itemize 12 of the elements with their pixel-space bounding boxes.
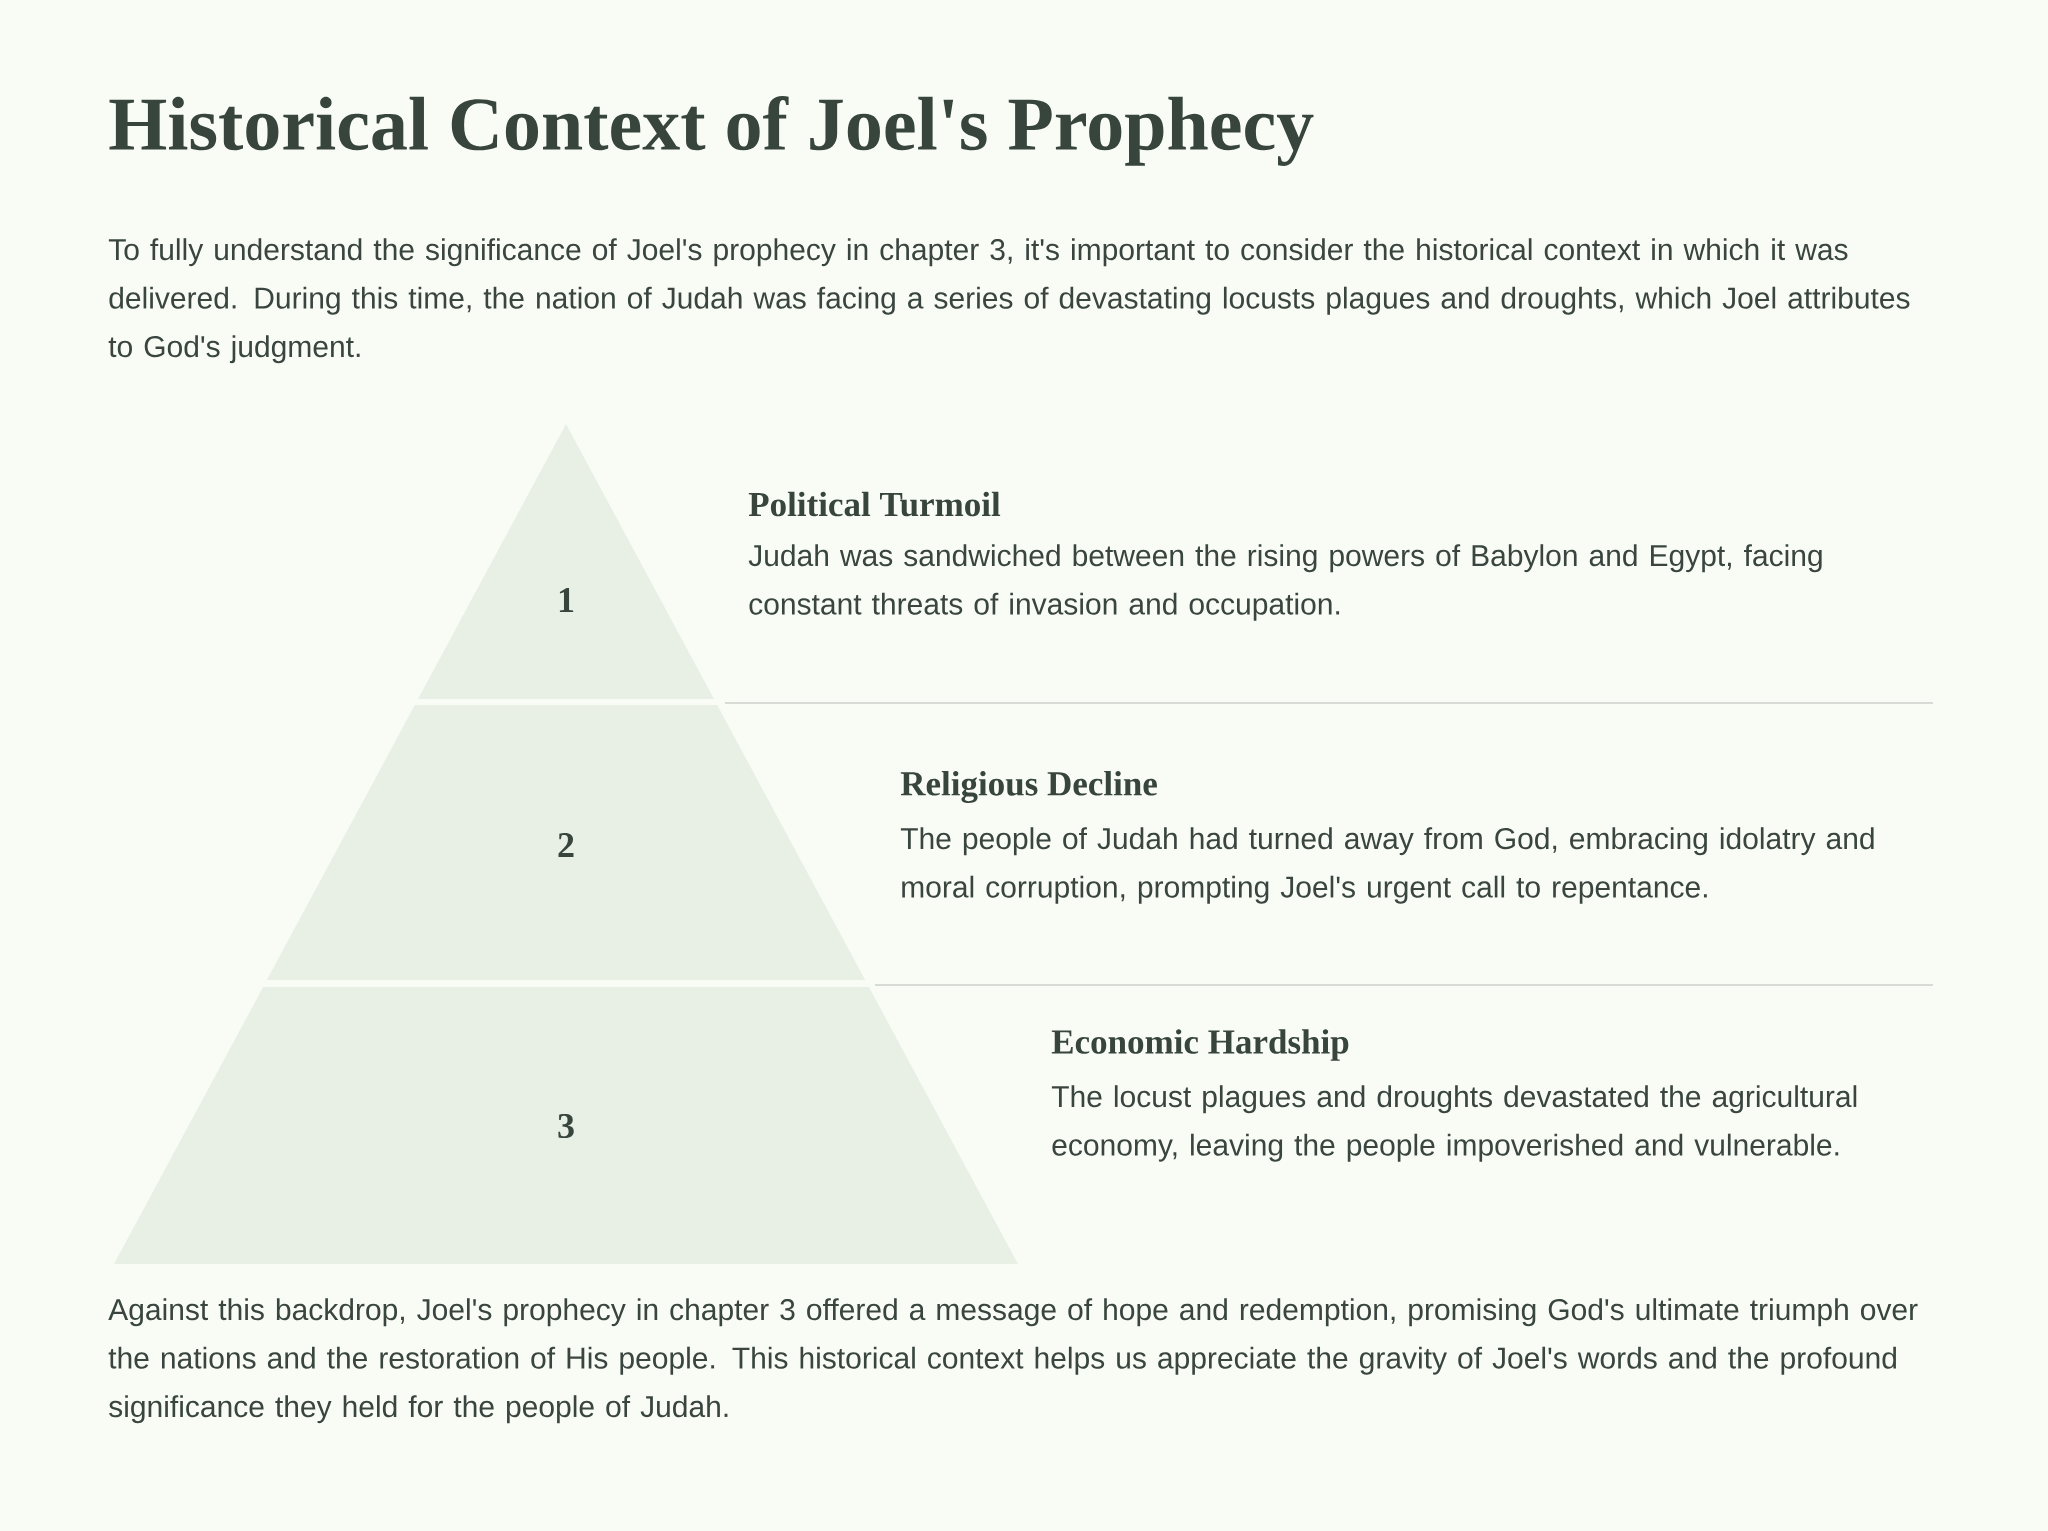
pyramid-tier: 2	[266, 705, 866, 980]
description: The people of Judah had turned away from God, embracing idolatry and moral corruption, prompting Joel's urgent call to repentance.	[900, 827, 1874, 904]
description: Judah was sandwiched between the rising powers of Babylon and Egypt, facing constant threats of invasion and occupation.	[748, 544, 1822, 621]
paragraph: Against this backdrop, Joel's prophecy in chapter 3 offered a message of hope and redemption, promising God's ultimate triumph over the nations and the restoration of His people. This historical context helps us appreciate the gravity of Joel's words and the profound significance they held for the people of Judah.	[108, 1298, 1918, 1424]
paragraph: To fully understand the significance of Joel's prophecy in chapter 3, it's important to consider the historical context in which it was delivered. During this time, the nation of Judah was facing a series of devastating locusts plagues and droughts, which Joel attributes to God's judgment.	[108, 238, 1910, 364]
title: Historical Context of Joel's Prophecy	[109, 96, 1314, 166]
heading: Political Turmoil	[748, 491, 1001, 517]
heading: Economic Hardship	[1051, 1029, 1349, 1061]
pyramid-tier: 1	[418, 424, 714, 699]
pyramid-tier: 3	[114, 987, 1018, 1264]
heading: Religious Decline	[900, 771, 1157, 803]
description: The locust plagues and droughts devastated the agricultural economy, leaving the people impoverished and vulnerable.	[1051, 1085, 1857, 1162]
